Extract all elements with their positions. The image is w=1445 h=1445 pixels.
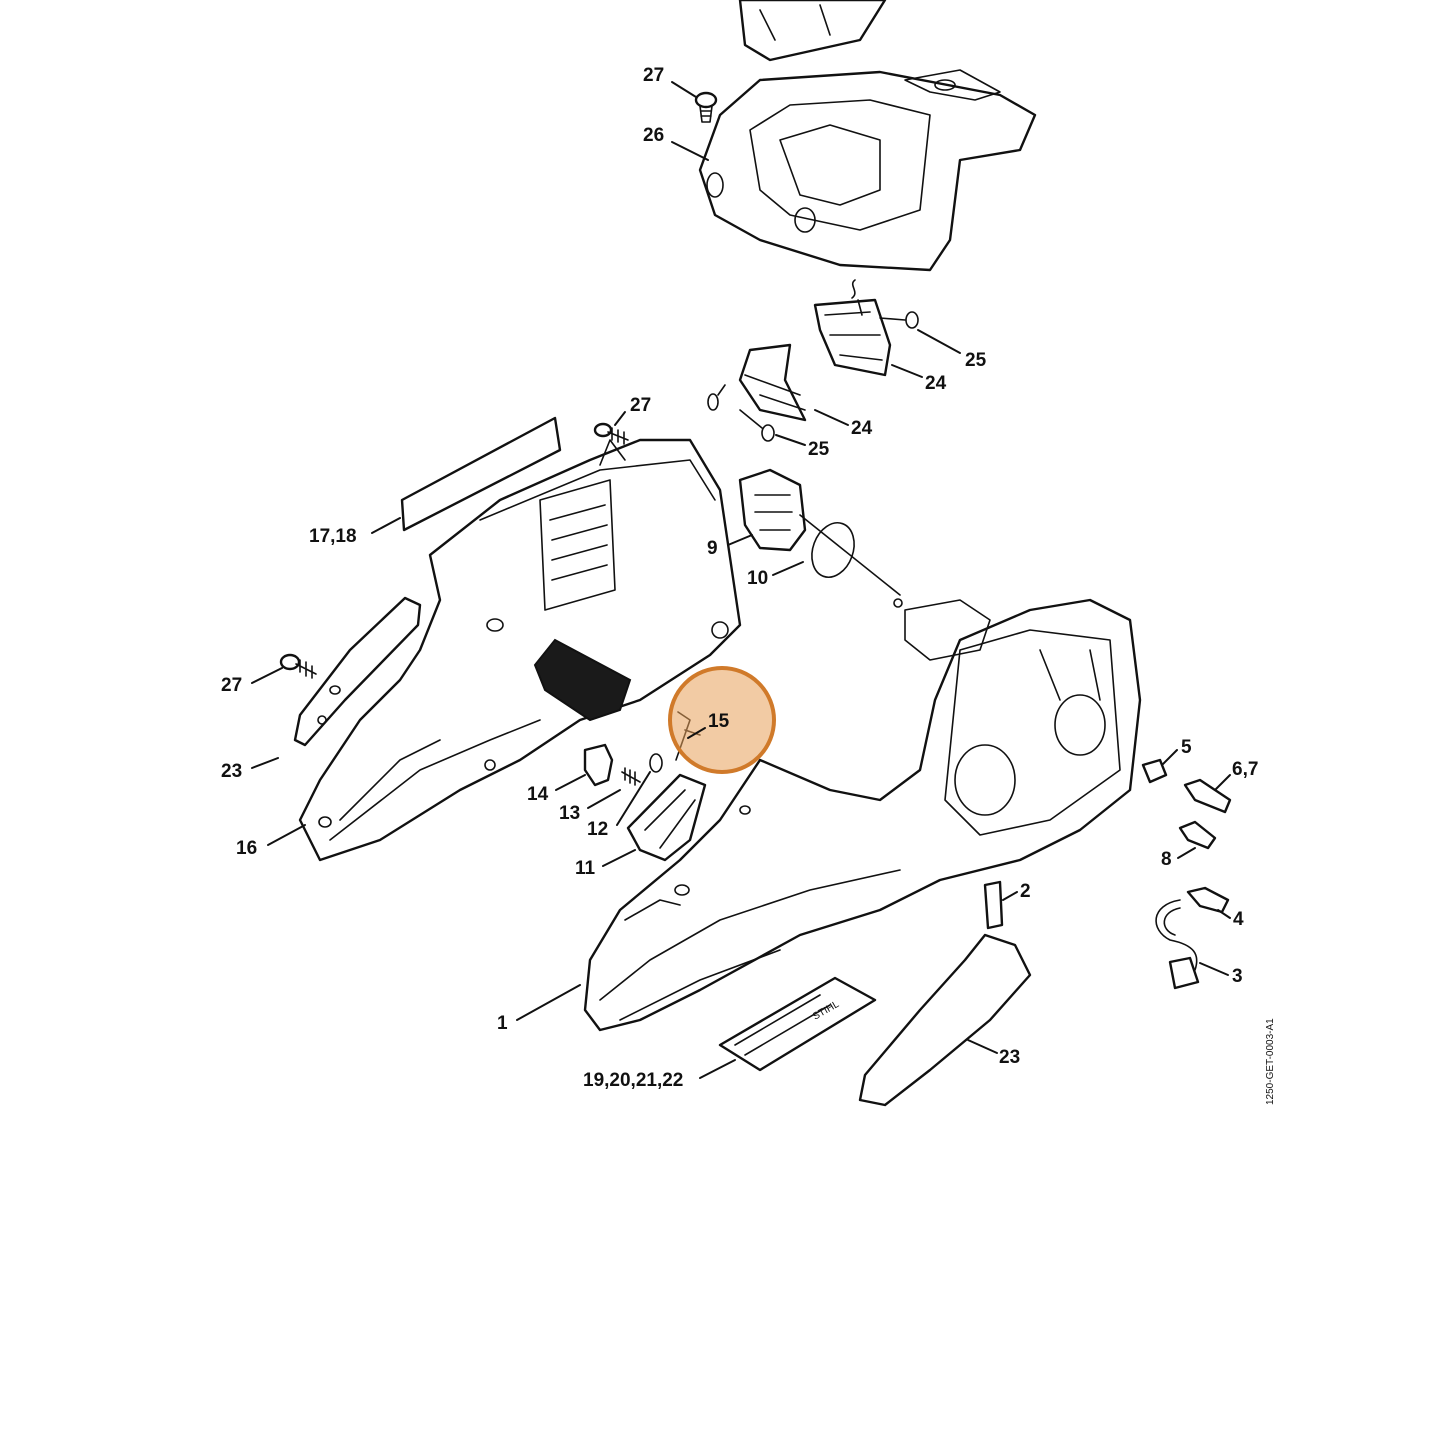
part-27-screw-middle[interactable] [593, 422, 629, 445]
part-25-spring-upper[interactable] [851, 279, 919, 329]
callout-23-left: 23 [221, 761, 242, 782]
part-5-nut[interactable] [1141, 758, 1168, 784]
callout-17-18: 17,18 [309, 526, 357, 547]
callout-12: 12 [587, 819, 608, 840]
part-25-spring-lower[interactable] [707, 384, 775, 442]
callout-3: 3 [1232, 966, 1243, 987]
callout-26: 26 [643, 125, 664, 146]
part-4-fitting[interactable] [1186, 886, 1230, 914]
callout-27-middle: 27 [630, 395, 651, 416]
part-27-screw-top[interactable] [694, 91, 718, 123]
callout-14: 14 [527, 784, 549, 805]
part-24-trigger-lever-lower[interactable] [738, 343, 807, 422]
reference-code: 1250-GET-0003-A1 [1265, 1018, 1276, 1105]
part-2-nipple[interactable] [983, 880, 1004, 930]
part-6-7-bolt[interactable] [1183, 778, 1232, 814]
callout-2: 2 [1020, 881, 1031, 902]
leader-lines [251, 81, 1231, 1079]
highlight-marker-15 [668, 666, 776, 774]
part-11-lever[interactable] [626, 773, 707, 862]
part-23-side-strip-left[interactable] [293, 596, 422, 747]
part-24-trigger-lever-upper[interactable] [813, 298, 892, 377]
part-3-oil-hose[interactable] [1155, 899, 1200, 990]
part-26-handle-housing[interactable] [698, 0, 1037, 272]
callout-23-right: 23 [999, 1047, 1020, 1068]
callout-11: 11 [575, 858, 596, 879]
callout-6-7: 6,7 [1232, 759, 1258, 780]
part-10-o-ring[interactable] [805, 517, 862, 583]
callout-25-upper: 25 [965, 350, 987, 371]
callout-13: 13 [559, 803, 580, 824]
callout-24-upper: 24 [925, 373, 947, 394]
callout-labels: 27 26 25 24 24 25 27 17,18 9 10 27 15 23… [221, 65, 1258, 1091]
part-19-22-decal[interactable]: STIHL [718, 976, 877, 1072]
part-13-spring[interactable] [621, 767, 641, 786]
callout-1: 1 [497, 1013, 508, 1034]
part-1-main-housing[interactable] [583, 598, 1142, 1032]
part-14-stop-switch[interactable] [583, 743, 614, 787]
part-8-bolt[interactable] [1178, 820, 1217, 850]
callout-10: 10 [747, 568, 768, 589]
part-12-spring-clip[interactable] [649, 753, 663, 773]
callout-8: 8 [1161, 849, 1172, 870]
part-16-tank-housing[interactable] [298, 438, 742, 862]
callout-16: 16 [236, 838, 257, 859]
part-23-side-strip-right[interactable] [858, 933, 1032, 1107]
callout-25-lower: 25 [808, 439, 830, 460]
callout-9: 9 [707, 538, 718, 559]
callout-15: 15 [708, 711, 730, 732]
callout-19-22: 19,20,21,22 [583, 1070, 683, 1091]
callout-27-left: 27 [221, 675, 242, 696]
part-9-oil-pump[interactable] [738, 468, 901, 596]
callout-24-lower: 24 [851, 418, 873, 439]
part-27-screw-left[interactable] [279, 653, 317, 679]
callout-5: 5 [1181, 737, 1192, 758]
part-17-18-label-strip[interactable] [400, 416, 562, 532]
callout-4: 4 [1233, 909, 1244, 930]
callout-27-top: 27 [643, 65, 664, 86]
